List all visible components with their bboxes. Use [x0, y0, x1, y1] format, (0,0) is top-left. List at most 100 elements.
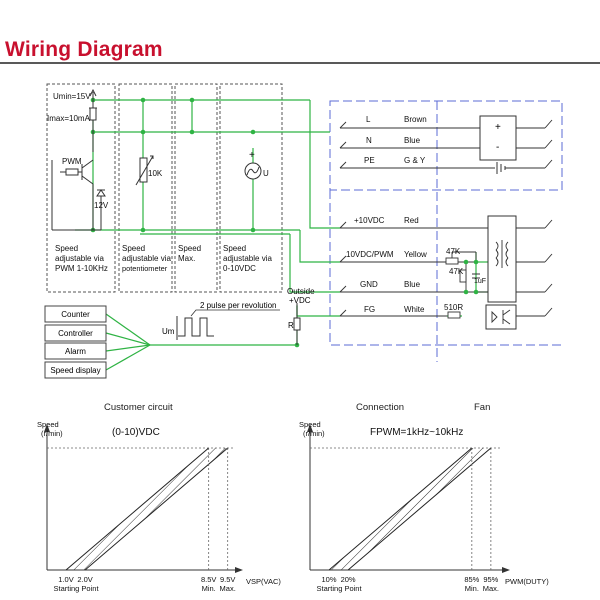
wire-color-fg: White: [404, 305, 425, 314]
y-axis-unit: (r/min): [41, 429, 63, 438]
counter-box: [44, 305, 107, 323]
wire-name-pe: PE: [364, 156, 375, 165]
wire-name-fg: FG: [364, 305, 375, 314]
r-label: R: [288, 321, 294, 330]
pulse-label: 2 pulse per revolution: [200, 301, 277, 310]
y-axis-label: Speed: [299, 420, 321, 429]
ac-minus-label: -: [496, 142, 499, 153]
x-axis-label: PWM(DUTY): [505, 577, 549, 586]
tick-label-2: 8.5V: [201, 575, 216, 584]
page-title: Wiring Diagram: [5, 38, 163, 61]
optocoupler-icon: [491, 309, 511, 325]
ac-plus-label: +: [495, 122, 501, 133]
band-upper-edge: [65, 447, 209, 571]
section-fan: Fan: [474, 402, 490, 413]
panel3-line2: Max.: [178, 254, 195, 263]
outside-label: Outside: [287, 287, 315, 296]
dc-section-border: [329, 190, 562, 346]
panel2-line2: adjustable via: [122, 254, 171, 263]
wire-color-l: Brown: [404, 115, 427, 124]
tick-label-1: 2.0V: [77, 575, 92, 584]
resistor-47k-a: [445, 257, 459, 265]
panel2-line1: Speed: [122, 244, 145, 253]
wire-color-pwm: Yellow: [404, 250, 427, 259]
tick-sub-0: Starting Point: [54, 584, 100, 593]
y-axis-arrow: [307, 424, 313, 432]
tick-label-0: 10%: [322, 575, 337, 584]
panel-0-10vdc: [219, 83, 283, 293]
um-label: Um: [162, 327, 175, 336]
tick-sub-3: Max.: [220, 584, 236, 593]
band-lower-edge: [84, 447, 229, 571]
panel4-line1: Speed: [223, 244, 246, 253]
chart-title: FPWM=1kHz~10kHz: [370, 427, 463, 438]
controller-label: Controller: [58, 329, 93, 338]
r47a-label: 47K: [446, 247, 461, 256]
resistor-47k-b: [459, 269, 467, 283]
imax-label: Imax=10mA: [47, 114, 91, 123]
speed-band: [329, 448, 491, 570]
panel1-line3: PWM 1-10KHz: [55, 264, 108, 273]
y-axis-label: Speed: [37, 420, 59, 429]
optocoupler-box: [485, 304, 517, 330]
pulse-waveform: [176, 309, 280, 340]
capacitor-label: 1uF: [474, 278, 486, 285]
r47b-label: 47K: [449, 267, 464, 276]
wire-color-pe: G & Y: [404, 156, 426, 165]
section-customer-circuit: Customer circuit: [104, 402, 173, 413]
tick-sub-0: Starting Point: [317, 584, 363, 593]
wire-name-10vdc: +10VDC: [354, 216, 385, 225]
panel4-line2: adjustable via: [223, 254, 272, 263]
panel1-line2: adjustable via: [55, 254, 104, 263]
tick-sub-3: Max.: [483, 584, 499, 593]
dc-driver-box: [487, 215, 517, 303]
wire-name-pwm: 10VDC/PWM: [346, 250, 394, 259]
section-connection: Connection: [356, 402, 404, 413]
chart-title: (0-10)VDC: [112, 427, 160, 438]
controller-box: [44, 324, 107, 342]
umin-label: Umin=15V: [53, 92, 91, 101]
tick-label-0: 1.0V: [58, 575, 73, 584]
y-axis-unit: (r/min): [303, 429, 325, 438]
tick-label-3: 95%: [483, 575, 498, 584]
panel-potentiometer: [118, 83, 173, 293]
wire-color-10vdc: Red: [404, 216, 419, 225]
x-axis-label: VSP(VAC): [246, 577, 281, 586]
panel1-line1: Speed: [55, 244, 78, 253]
vdc-label: +VDC: [289, 296, 311, 305]
ac-section-border: [329, 100, 563, 191]
tick-sub-2: Min.: [465, 584, 479, 593]
u-label: U: [263, 169, 269, 178]
wire-name-l: L: [366, 115, 371, 124]
alarm-label: Alarm: [65, 347, 86, 356]
x-axis-arrow: [235, 567, 243, 573]
pwm-label: PWM: [62, 157, 82, 166]
band-upper-edge: [328, 447, 473, 571]
panel4-line3: 0-10VDC: [223, 264, 256, 273]
wire-name-n: N: [366, 136, 372, 145]
speed-display-label: Speed display: [50, 366, 100, 375]
resistor-510r: [447, 311, 461, 319]
wire-color-n: Blue: [404, 136, 421, 145]
transformer-icon: [495, 240, 509, 268]
plus-label: +: [249, 150, 255, 161]
panel-max: [174, 83, 218, 293]
pot-label: 10K: [148, 169, 163, 178]
tick-sub-2: Min.: [202, 584, 216, 593]
band-lower-edge: [347, 447, 492, 571]
capacitor-icon: [472, 273, 480, 279]
tick-label-1: 20%: [341, 575, 356, 584]
wire-name-gnd: GND: [360, 280, 378, 289]
v12-label: 12V: [94, 201, 109, 210]
tick-label-2: 85%: [464, 575, 479, 584]
ac-driver-box: [479, 115, 517, 161]
panel-pwm: [46, 83, 116, 293]
wire-color-gnd: Blue: [404, 280, 421, 289]
speed-band: [66, 448, 228, 570]
output-box-group: Counter Controller Alarm Speed display: [44, 305, 107, 379]
ground-icon: [496, 162, 506, 174]
